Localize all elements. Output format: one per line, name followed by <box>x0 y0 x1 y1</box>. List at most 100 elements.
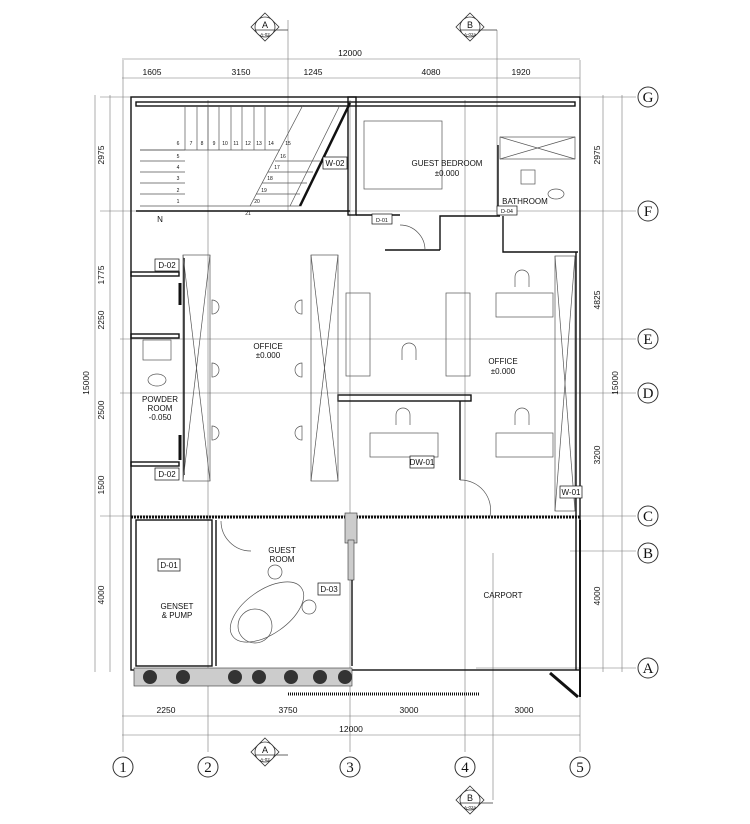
room-office-right: OFFICE <box>488 357 517 366</box>
room-guest-room: GUEST <box>268 546 296 555</box>
stair-step-number: 18 <box>267 176 273 182</box>
svg-text:A-02: A-02 <box>260 32 270 37</box>
dimension-lines <box>94 58 623 736</box>
grid-row-markers: G F E D C B A <box>637 86 659 679</box>
dim-top: 1245 <box>304 67 323 77</box>
grid-row-A: A <box>637 657 659 679</box>
dim-right: 4000 <box>592 586 602 605</box>
stair-step-number: 16 <box>280 154 286 160</box>
svg-text:A-02a: A-02a <box>464 32 477 37</box>
grid-column-markers: 1 2 3 4 5 <box>112 756 591 778</box>
room-level: ±0.000 <box>491 367 516 376</box>
svg-text:C: C <box>643 509 653 525</box>
grid-row-B: B <box>637 542 659 564</box>
walls <box>130 96 581 699</box>
dim-left: 4000 <box>96 585 106 604</box>
stair-step-number: 19 <box>261 188 267 194</box>
stair-step-number: 13 <box>256 141 262 147</box>
grid-row-C: C <box>637 505 659 527</box>
toilet <box>547 188 565 200</box>
stair-step-number: 6 <box>177 141 180 147</box>
shrub-icon <box>338 670 352 684</box>
door-tag-dw01: DW-01 <box>410 458 435 467</box>
svg-text:A: A <box>643 661 654 677</box>
svg-text:F: F <box>644 204 652 220</box>
stair-step-number: 15 <box>285 141 291 147</box>
section-marker-a-bottom: A A-02 <box>250 737 288 767</box>
dim-bottom: 2250 <box>157 705 176 715</box>
room-labels: GUEST BEDROOM ±0.000 BATHROOM OFFICE ±0.… <box>142 159 548 620</box>
door-tag-d03: D-03 <box>320 585 338 594</box>
dim-left: 1775 <box>96 265 106 284</box>
shrub-icon <box>313 670 327 684</box>
svg-text:B: B <box>467 20 473 30</box>
stair-step-number: 2 <box>177 188 180 194</box>
dim-bottom-total: 12000 <box>339 724 363 734</box>
shower <box>499 136 576 160</box>
staircase: N 1 2 3 4 5 6 7 8 9 10 11 12 13 14 15 16… <box>140 102 352 224</box>
door-tag-d04: D-04 <box>501 209 513 215</box>
door-tag-d01-bedroom: D-01 <box>376 218 388 224</box>
door-window-tags: W-02 D-02 D-02 DW-01 W-01 D-01 D-03 D-04… <box>154 156 583 596</box>
stair-step-number: 3 <box>177 176 180 182</box>
room-level: ±0.000 <box>256 351 281 360</box>
room-level: ±0.000 <box>435 169 460 178</box>
svg-text:A-02a: A-02a <box>464 805 477 810</box>
room-bathroom: BATHROOM <box>502 197 548 206</box>
door-tag-d02: D-02 <box>158 261 176 270</box>
stair-step-number: 12 <box>245 141 251 147</box>
svg-text:A: A <box>262 745 268 755</box>
stair-step-number: 9 <box>213 141 216 147</box>
svg-text:2: 2 <box>204 760 212 776</box>
dim-right: 2975 <box>592 145 602 164</box>
stair-step-number: 10 <box>222 141 228 147</box>
wash-basin <box>520 169 536 185</box>
room-guest-room: ROOM <box>270 555 295 564</box>
dim-left: 2975 <box>96 145 106 164</box>
shrub-icon <box>228 670 242 684</box>
bottom-dimensions: 2250 3750 3000 3000 12000 <box>157 705 534 734</box>
stair-step-number: 5 <box>177 154 180 160</box>
grid-column-3: 3 <box>339 756 361 778</box>
bed <box>363 120 443 190</box>
room-genset: & PUMP <box>162 611 193 620</box>
grid-column-4: 4 <box>454 756 476 778</box>
door-tag-d01: D-01 <box>160 561 178 570</box>
grid-column-2: 2 <box>197 756 219 778</box>
grid-column-5: 5 <box>569 756 591 778</box>
stair-step-number: 1 <box>177 199 180 205</box>
room-genset: GENSET <box>161 602 194 611</box>
section-marker-b-top: B A-02a <box>455 12 497 42</box>
desk-column-1 <box>182 254 211 482</box>
grid-row-D: D <box>637 382 659 404</box>
stair-step-number: 8 <box>201 141 204 147</box>
grid-column-1: 1 <box>112 756 134 778</box>
svg-text:A-02: A-02 <box>260 757 270 762</box>
grid-row-G: G <box>637 86 659 108</box>
window-tag-w02: W-02 <box>326 159 346 168</box>
shrub-icon <box>284 670 298 684</box>
svg-text:1: 1 <box>119 760 127 776</box>
dim-left: 2250 <box>96 310 106 329</box>
dim-bottom: 3750 <box>279 705 298 715</box>
left-dimensions: 15000 2975 1775 2250 2500 1500 4000 <box>81 145 106 604</box>
desk-column-2 <box>310 254 339 482</box>
dim-top: 1605 <box>143 67 162 77</box>
svg-text:3: 3 <box>346 760 354 776</box>
dim-right: 4825 <box>592 290 602 309</box>
room-powder-room: POWDER <box>142 395 178 404</box>
room-carport: CARPORT <box>484 591 523 600</box>
dim-top: 4080 <box>422 67 441 77</box>
dim-bottom: 3000 <box>400 705 419 715</box>
dim-top: 3150 <box>232 67 251 77</box>
right-dimensions: 2975 4825 3200 4000 15000 <box>592 145 620 605</box>
shrub-icon <box>176 670 190 684</box>
dim-left: 1500 <box>96 475 106 494</box>
window-tag-w01: W-01 <box>562 488 582 497</box>
furniture <box>142 120 576 644</box>
room-level: -0.050 <box>149 413 172 422</box>
room-office-left: OFFICE <box>253 342 282 351</box>
grid-row-E: E <box>637 328 659 350</box>
svg-text:E: E <box>643 332 652 348</box>
